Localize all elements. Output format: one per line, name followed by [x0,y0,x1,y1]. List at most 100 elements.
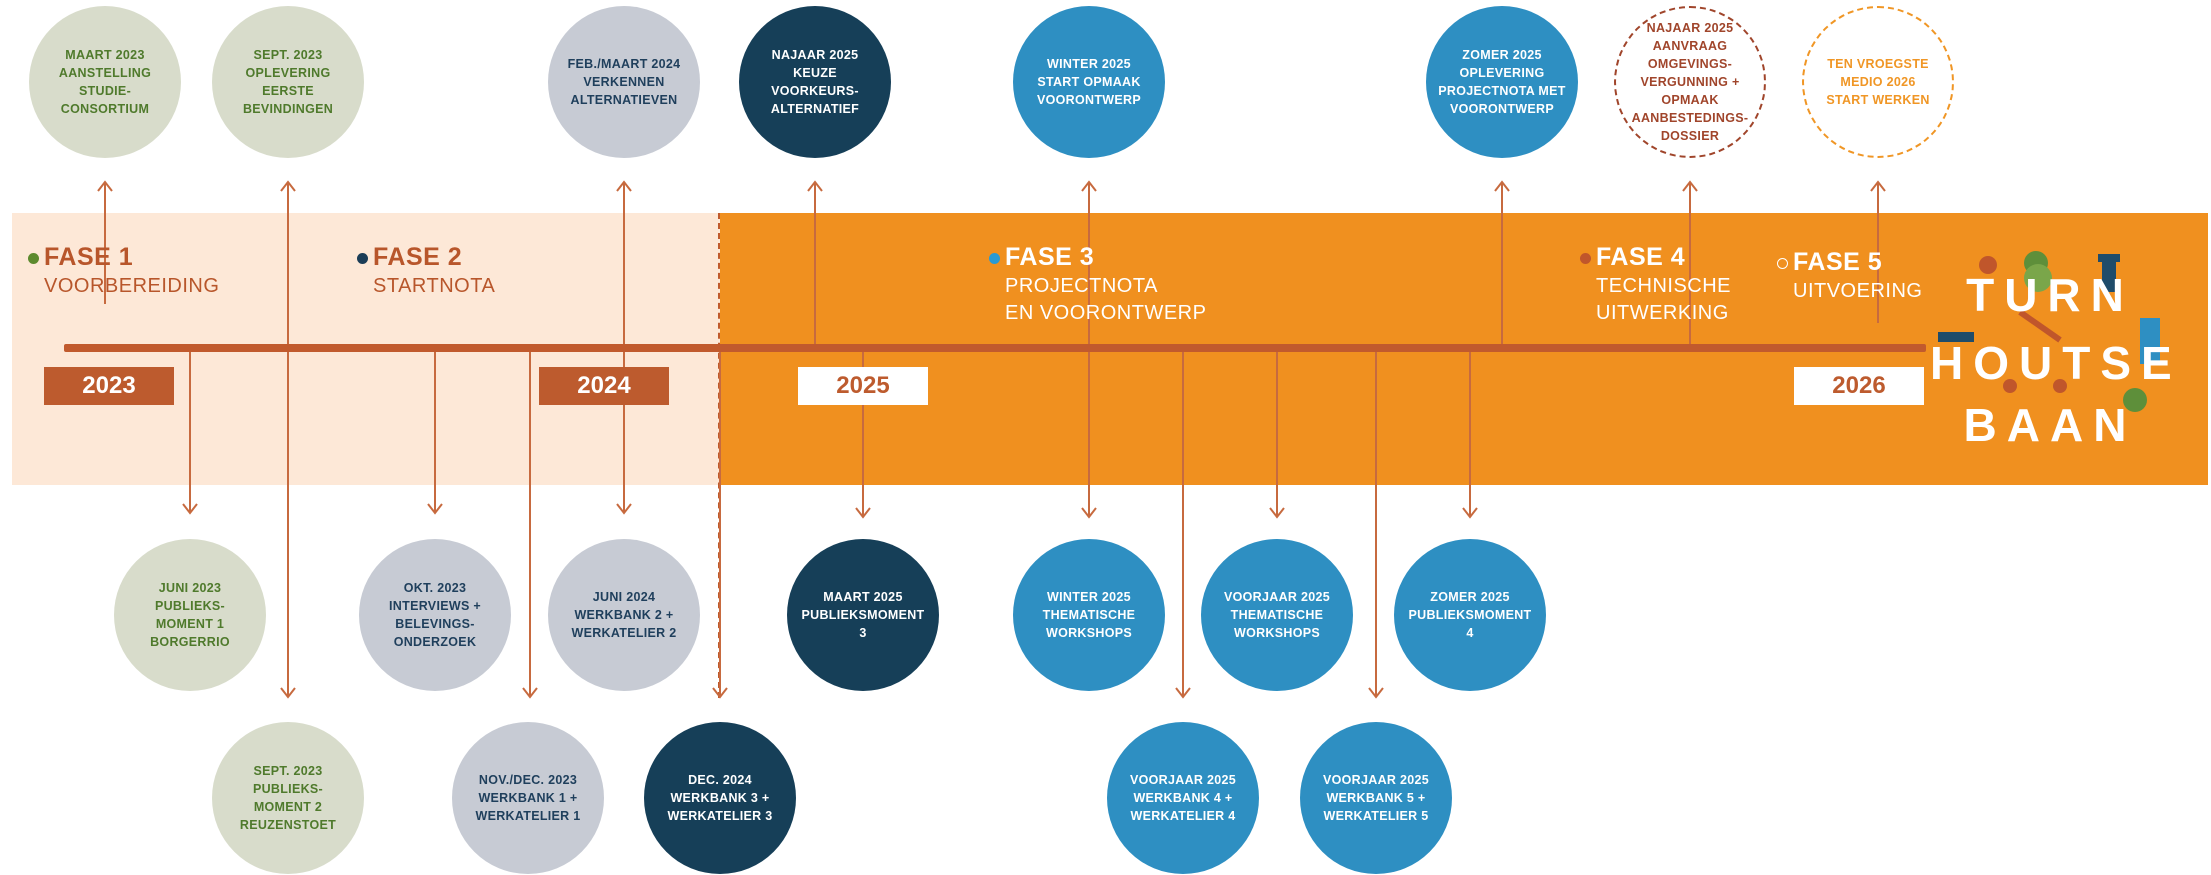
phase-1-number: FASE 1 [44,243,134,271]
phase-3-line-1: PROJECTNOTA [1005,275,1158,297]
milestone-6-line-1: OPLEVERING [1459,66,1545,80]
phase-1-line-1: VOORBEREIDING [44,275,220,297]
connector-17-arrowhead [522,687,538,699]
phase-3-line-2: EN VOORONTWERP [1005,302,1207,324]
milestone-7-date: NAJAAR 2025 [1646,21,1734,35]
milestone-7-line-1: AANVRAAG [1652,39,1728,53]
milestone-16-date: SEPT. 2023 [253,764,323,778]
milestone-13-line-1: THEMATISCHE [1042,608,1136,622]
milestone-18-line-2: WERKATELIER 3 [667,809,773,823]
milestone-18-date: DEC. 2024 [688,773,752,787]
milestone-7-line-6: DOSSIER [1660,129,1720,143]
milestone-10-line-2: BELEVINGS- [395,617,475,631]
connector-1-arrowhead [97,180,113,192]
phase-3: FASE 3 PROJECTNOTA EN VOORONTWERP [989,243,1207,327]
connector-19-arrowhead [1175,687,1191,699]
milestone-2-line-1: OPLEVERING [245,66,331,80]
phase-4: FASE 4 TECHNISCHE UITWERKING [1580,243,1732,327]
connector-8-arrowhead [1870,180,1886,192]
milestone-14-line-2: WORKSHOPS [1233,626,1321,640]
milestone-10-line-3: ONDERZOEK [393,635,477,649]
connector-4-arrowhead [807,180,823,192]
milestone-5-date: WINTER 2025 [1047,57,1131,71]
connector-14-arrowhead [1269,507,1285,519]
milestone-2-line-3: BEVINDINGEN [242,102,334,116]
milestone-20-line-2: WERKATELIER 5 [1323,809,1429,823]
milestone-4-line-1: KEUZE VOORKEURS- [771,66,859,98]
milestone-7-line-5: AANBESTEDINGS- [1631,111,1749,125]
connector-11-arrowhead [616,503,632,515]
milestone-5-line-1: START OPMAAK [1037,75,1141,89]
connector-6-arrowhead [1494,180,1510,192]
milestone-11-date: JUNI 2024 [592,590,656,604]
milestone-14-line-1: THEMATISCHE [1230,608,1324,622]
milestone-2-date: SEPT. 2023 [253,48,323,62]
milestone-15-line-1: PUBLIEKSMOMENT 4 [1408,608,1532,640]
connector-13-arrowhead [1081,507,1097,519]
milestone-6-date: ZOMER 2025 [1462,48,1542,62]
milestone-6-line-2: PROJECTNOTA MET [1438,84,1566,98]
milestone-19-line-1: WERKBANK 4 + [1133,791,1233,805]
milestone-12-line-1: PUBLIEKSMOMENT 3 [801,608,925,640]
phase-1-dot [28,253,39,264]
connector-15-arrowhead [1462,507,1478,519]
milestone-7-line-2: OMGEVINGS- [1647,57,1733,71]
milestone-10-date: OKT. 2023 [403,581,467,595]
milestone-20-line-1: WERKBANK 5 + [1326,791,1426,805]
milestone-1-line-1: AANSTELLING [58,66,152,80]
milestone-9-line-1: PUBLIEKS- [154,599,226,613]
connector-20-arrowhead [1368,687,1384,699]
milestone-4-line-2: ALTERNATIEF [770,102,860,116]
milestone-10-line-1: INTERVIEWS + [389,599,481,613]
phase-5-number: FASE 5 [1793,248,1883,276]
milestone-7-line-4: OPMAAK [1661,93,1719,107]
milestone-16-line-3: REUZENSTOET [239,818,337,832]
milestone-3-date: FEB./MAART 2024 [567,57,681,71]
connector-16-arrowhead [280,687,296,699]
milestone-12-date: MAART 2025 [823,590,903,604]
phase-4-dot [1580,253,1591,264]
milestone-9-line-3: BORGERRIO [150,635,230,649]
milestone-14-date: VOORJAAR 2025 [1223,590,1331,604]
phase-2-dot [357,253,368,264]
phase-2: FASE 2 STARTNOTA [357,243,495,300]
milestone-8-date: TEN VROEGSTE [1827,57,1929,71]
milestone-4-date: NAJAAR 2025 [771,48,859,62]
timeline-axis [64,344,1926,352]
milestone-13-date: WINTER 2025 [1047,590,1131,604]
phase-5-dot [1777,258,1788,269]
milestone-16-line-2: MOMENT 2 [253,800,323,814]
connector-18-arrowhead [712,687,728,699]
year-label-2026: 2026 [1794,367,1924,405]
milestone-3-line-2: ALTERNATIEVEN [570,93,678,107]
milestone-1-line-2: STUDIE- [78,84,132,98]
milestone-18-line-1: WERKBANK 3 + [670,791,770,805]
phase-3-dot [989,253,1000,264]
phase-5-line-1: UITVOERING [1793,280,1923,302]
milestone-16-line-1: PUBLIEKS- [252,782,324,796]
connector-10-arrowhead [427,503,443,515]
phase-4-line-1: TECHNISCHE [1596,275,1732,297]
milestone-7-line-3: VERGUNNING + [1640,75,1740,89]
logo-line-1: TURN [1966,269,2134,321]
milestone-6-line-3: VOORONTWERP [1450,102,1554,116]
phase-4-number: FASE 4 [1596,243,1686,271]
connector-7-arrowhead [1682,180,1698,192]
turnhoutse-baan-logo: TURN HOUTSE BAAN [1930,240,2172,460]
